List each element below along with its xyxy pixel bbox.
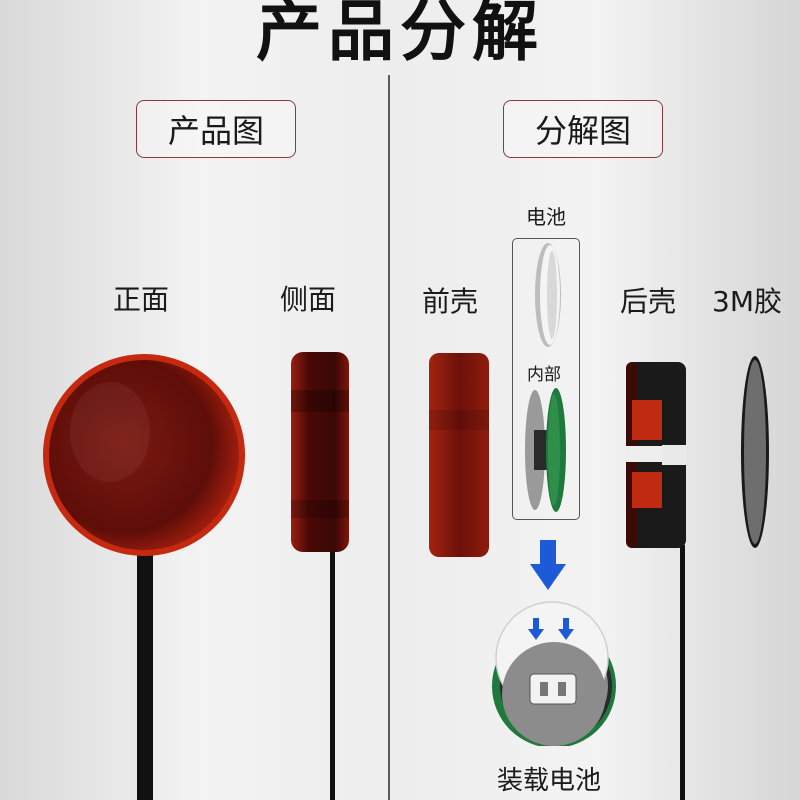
internal-label: 内部 [527, 365, 561, 385]
back-shell-part [626, 362, 686, 548]
front-shell-part [429, 353, 489, 557]
install-battery-label: 装载电池 [497, 766, 602, 796]
product-image-tag: 产品图 [136, 100, 296, 158]
front-view-product [43, 354, 245, 556]
back-shell-cable [680, 545, 685, 800]
battery-part [535, 243, 561, 347]
side-view-cable [330, 548, 335, 800]
battery-internal-frame [512, 238, 580, 520]
side-view-label: 侧面 [280, 283, 337, 316]
center-divider [388, 75, 390, 800]
front-view-label: 正面 [113, 283, 170, 316]
battery-label: 电池 [526, 205, 566, 229]
page-title: 产品分解 [256, 0, 544, 70]
arrow-down-icon [528, 618, 574, 640]
adhesive-part [741, 356, 769, 548]
adhesive-label: 3M胶 [712, 285, 782, 318]
front-view-cable [137, 545, 153, 800]
internal-pcb-part [525, 388, 566, 512]
front-shell-label: 前壳 [422, 285, 479, 318]
arrow-down-icon [530, 540, 566, 590]
exploded-view-tag: 分解图 [503, 100, 663, 158]
back-shell-label: 后壳 [620, 285, 677, 318]
battery-install-illustration [492, 601, 616, 746]
side-view-product [291, 352, 349, 552]
